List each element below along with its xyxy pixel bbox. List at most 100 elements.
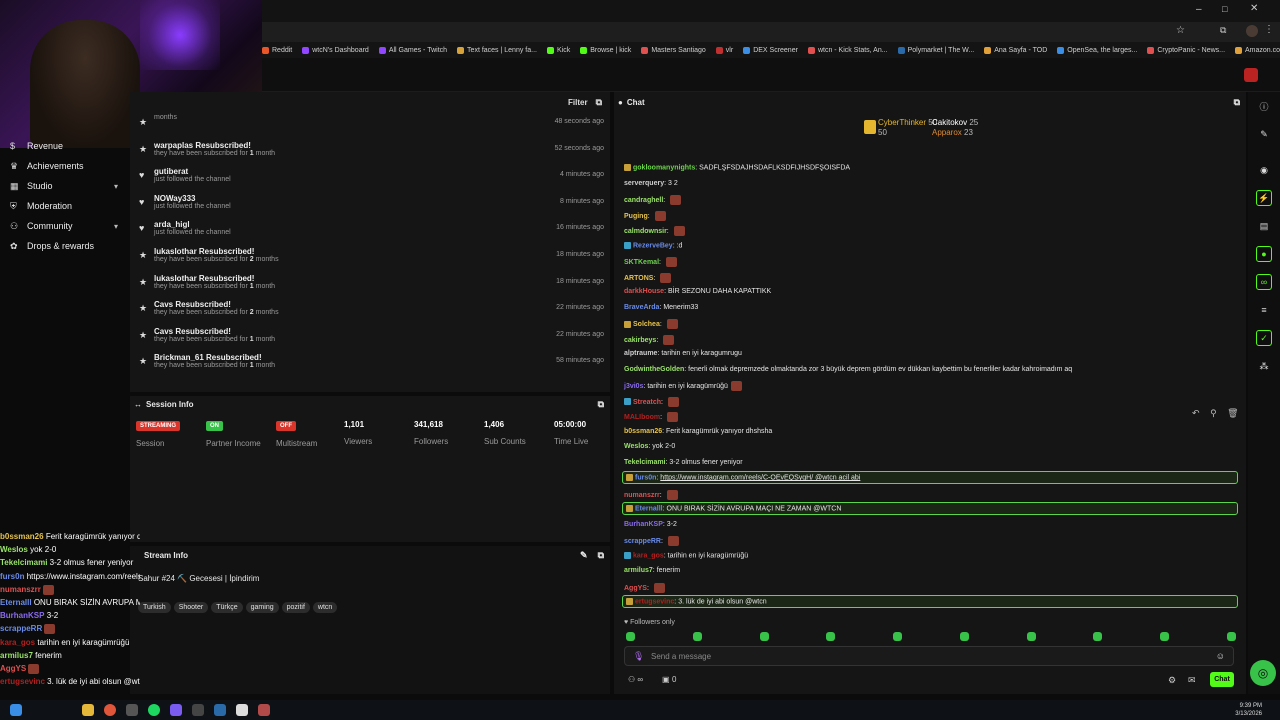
bookmark-item[interactable]: Polymarket | The W...: [897, 46, 974, 54]
pen-icon[interactable]: ✎: [1260, 128, 1268, 139]
chat-username[interactable]: j3vi0s: [624, 382, 644, 390]
bookmark-item[interactable]: Amazon.com: AVer...: [1235, 46, 1280, 54]
sidebar-item-drops-rewards[interactable]: ✿Drops & rewards: [0, 236, 130, 256]
close-button[interactable]: ✕: [1250, 3, 1259, 14]
chat-username[interactable]: Solchea: [633, 320, 660, 328]
emote-icon[interactable]: [1226, 632, 1236, 641]
leaderboard-name[interactable]: Apparox: [932, 128, 962, 137]
chat-username[interactable]: Tekelcimami: [624, 458, 666, 466]
chat-username[interactable]: kara_gos: [633, 551, 664, 559]
extensions-icon[interactable]: ⧉: [1220, 25, 1227, 35]
bookmark-item[interactable]: Kick: [546, 46, 570, 54]
address-bar[interactable]: ☆ ⧉ ⋮: [262, 22, 1280, 42]
info-icon[interactable]: ⓘ: [1259, 101, 1269, 112]
chat-username[interactable]: candraghell: [624, 196, 664, 204]
bookmark-item[interactable]: Text faces | Lenny fa...: [457, 46, 537, 54]
star-icon[interactable]: ☆: [1176, 25, 1185, 36]
bookmark-item[interactable]: Masters Santiago: [641, 46, 706, 54]
delete-icon[interactable]: 🗑: [1227, 408, 1239, 418]
bookmark-item[interactable]: wtcN's Dashboard: [302, 46, 369, 54]
stream-tag[interactable]: pozitif: [281, 602, 310, 613]
popout-icon[interactable]: ⧉: [595, 96, 602, 107]
mic-icon[interactable]: 🎙: [633, 651, 645, 661]
emote-icon[interactable]: [692, 632, 702, 641]
store-icon[interactable]: ▣: [662, 675, 670, 684]
chevron-down-icon[interactable]: ▾: [113, 181, 118, 191]
minimize-button[interactable]: –: [1196, 4, 1202, 15]
lightning-icon[interactable]: ⚡: [1256, 190, 1272, 206]
sidebar-item-studio[interactable]: ▦Studio▾: [0, 176, 130, 196]
bookmark-item[interactable]: Reddit: [262, 46, 292, 54]
emoji-icon[interactable]: ☺: [1215, 651, 1225, 661]
gift-icon[interactable]: ✉: [1188, 675, 1196, 685]
clock[interactable]: 9:39 PM 3/13/2026: [1235, 702, 1262, 718]
bookmark-item[interactable]: CryptoPanic - News...: [1147, 46, 1225, 54]
xbox-icon[interactable]: [192, 704, 204, 716]
chrome-icon[interactable]: [104, 704, 116, 716]
emote-icon[interactable]: [759, 632, 769, 641]
bookmark-item[interactable]: wtcn - Kick Stats, An...: [807, 46, 888, 54]
doc-icon[interactable]: ▤: [1259, 220, 1269, 231]
chat-username[interactable]: serverquery: [624, 179, 665, 187]
emote-icon[interactable]: [1093, 632, 1103, 641]
chat-username[interactable]: Weslos: [624, 443, 649, 450]
share-icon[interactable]: ⁂: [1259, 360, 1269, 371]
chat-username[interactable]: Eternalll: [635, 505, 663, 513]
partner-income-toggle[interactable]: ON: [206, 421, 223, 431]
chat-username[interactable]: ertugsevinc: [635, 598, 675, 606]
chat-username[interactable]: ARTONS: [624, 274, 654, 282]
spotify-icon[interactable]: [148, 704, 160, 716]
chat-username[interactable]: AggYS: [624, 584, 647, 592]
link-icon[interactable]: ∞: [1256, 274, 1272, 290]
chat-username[interactable]: BurhanKSP: [624, 520, 663, 528]
maximize-button[interactable]: □: [1222, 4, 1228, 14]
emote-icon[interactable]: [626, 632, 635, 641]
assistant-bubble-icon[interactable]: ◎: [1250, 660, 1276, 686]
chat-username[interactable]: armilus7: [624, 567, 653, 574]
stack-icon[interactable]: ≡: [1261, 305, 1267, 315]
chat-username[interactable]: numanszrr: [624, 491, 660, 499]
menu-icon[interactable]: ⋮: [1264, 24, 1274, 35]
chat-username[interactable]: RezerveBey: [633, 241, 673, 249]
send-chat-button[interactable]: Chat: [1210, 672, 1234, 687]
popout-icon[interactable]: ⧉: [1233, 96, 1240, 107]
obs-icon[interactable]: [236, 704, 248, 716]
bookmark-item[interactable]: vlr: [715, 46, 733, 54]
leaderboard-name[interactable]: Cakitokov: [932, 118, 968, 127]
sidebar-item-moderation[interactable]: ⛨Moderation: [0, 196, 130, 216]
popout-icon[interactable]: ⧉: [597, 398, 604, 409]
chat-username[interactable]: cakirbeys: [624, 336, 657, 344]
settings-icon[interactable]: ⚙: [1168, 675, 1177, 685]
windows-icon[interactable]: [10, 704, 22, 716]
chat-username[interactable]: alptraume: [624, 350, 658, 357]
chat-username[interactable]: gokloomanynights: [633, 164, 696, 172]
emote-icon[interactable]: [1026, 632, 1036, 641]
filter-button[interactable]: Filter: [568, 97, 588, 107]
bookmark-item[interactable]: OpenSea, the larges...: [1057, 46, 1137, 54]
bookmark-item[interactable]: All Games - Twitch: [378, 46, 447, 54]
stream-tag[interactable]: wtcn: [312, 602, 338, 613]
chat-username[interactable]: Puging: [624, 212, 648, 220]
stream-tag[interactable]: Türkçe: [211, 602, 243, 613]
pin-icon[interactable]: ⚲: [1210, 408, 1217, 418]
popout-icon[interactable]: ⧉: [597, 549, 604, 560]
edit-icon[interactable]: ✎: [580, 549, 588, 560]
terminal-icon[interactable]: [126, 704, 138, 716]
multistream-toggle[interactable]: OFF: [276, 421, 296, 431]
stream-tag[interactable]: Turkish: [138, 602, 171, 613]
steam-icon[interactable]: [214, 704, 226, 716]
emote-icon[interactable]: [826, 632, 836, 641]
chat-input[interactable]: Send a message ☺ 🎙: [624, 646, 1234, 666]
profile-avatar[interactable]: [1246, 25, 1258, 37]
bookmark-item[interactable]: Ana Sayfa - TOD: [984, 46, 1047, 54]
bookmark-item[interactable]: Browse | kick: [580, 46, 631, 54]
users-icon[interactable]: ⚇ ∞: [628, 675, 644, 684]
wrench-icon[interactable]: ✓: [1256, 330, 1272, 346]
emote-icon[interactable]: [959, 632, 969, 641]
chat-username[interactable]: furs0n: [635, 474, 657, 482]
camera-icon[interactable]: ◉: [1260, 164, 1268, 175]
chat-username[interactable]: scrappeRR: [624, 537, 661, 545]
chat-username[interactable]: b0ssman26: [624, 427, 663, 435]
sidebar-item-community[interactable]: ⚇Community▾: [0, 216, 130, 236]
explorer-icon[interactable]: [82, 704, 94, 716]
